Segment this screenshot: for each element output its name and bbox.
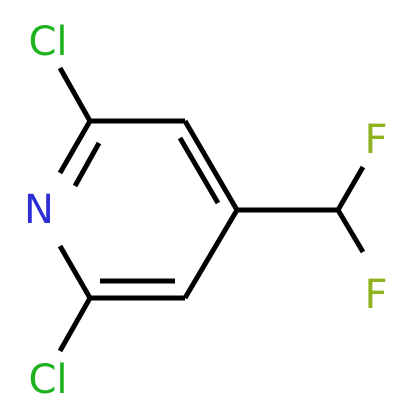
bond-c2-cl bbox=[57, 66, 93, 123]
atom-f-bottom: F bbox=[364, 272, 387, 318]
bond-n-c2-inner bbox=[72, 141, 102, 188]
bonds bbox=[57, 66, 366, 353]
bond-c3-c4-inner bbox=[177, 136, 221, 205]
bond-n-c2 bbox=[57, 119, 93, 175]
atom-f-top: F bbox=[364, 117, 387, 163]
bond-c6-cl bbox=[57, 296, 93, 353]
atom-labels: Cl N Cl F F bbox=[24, 19, 387, 403]
atom-cl-top: Cl bbox=[28, 19, 67, 65]
bond-c3-c4 bbox=[182, 119, 240, 212]
bond-c6-n bbox=[57, 244, 93, 300]
atom-cl-bottom: Cl bbox=[28, 357, 67, 403]
bond-chf2-f-top bbox=[335, 165, 366, 212]
atom-n: N bbox=[24, 187, 54, 233]
bond-c4-c5 bbox=[182, 208, 240, 300]
bond-chf2-f-bottom bbox=[335, 208, 366, 254]
